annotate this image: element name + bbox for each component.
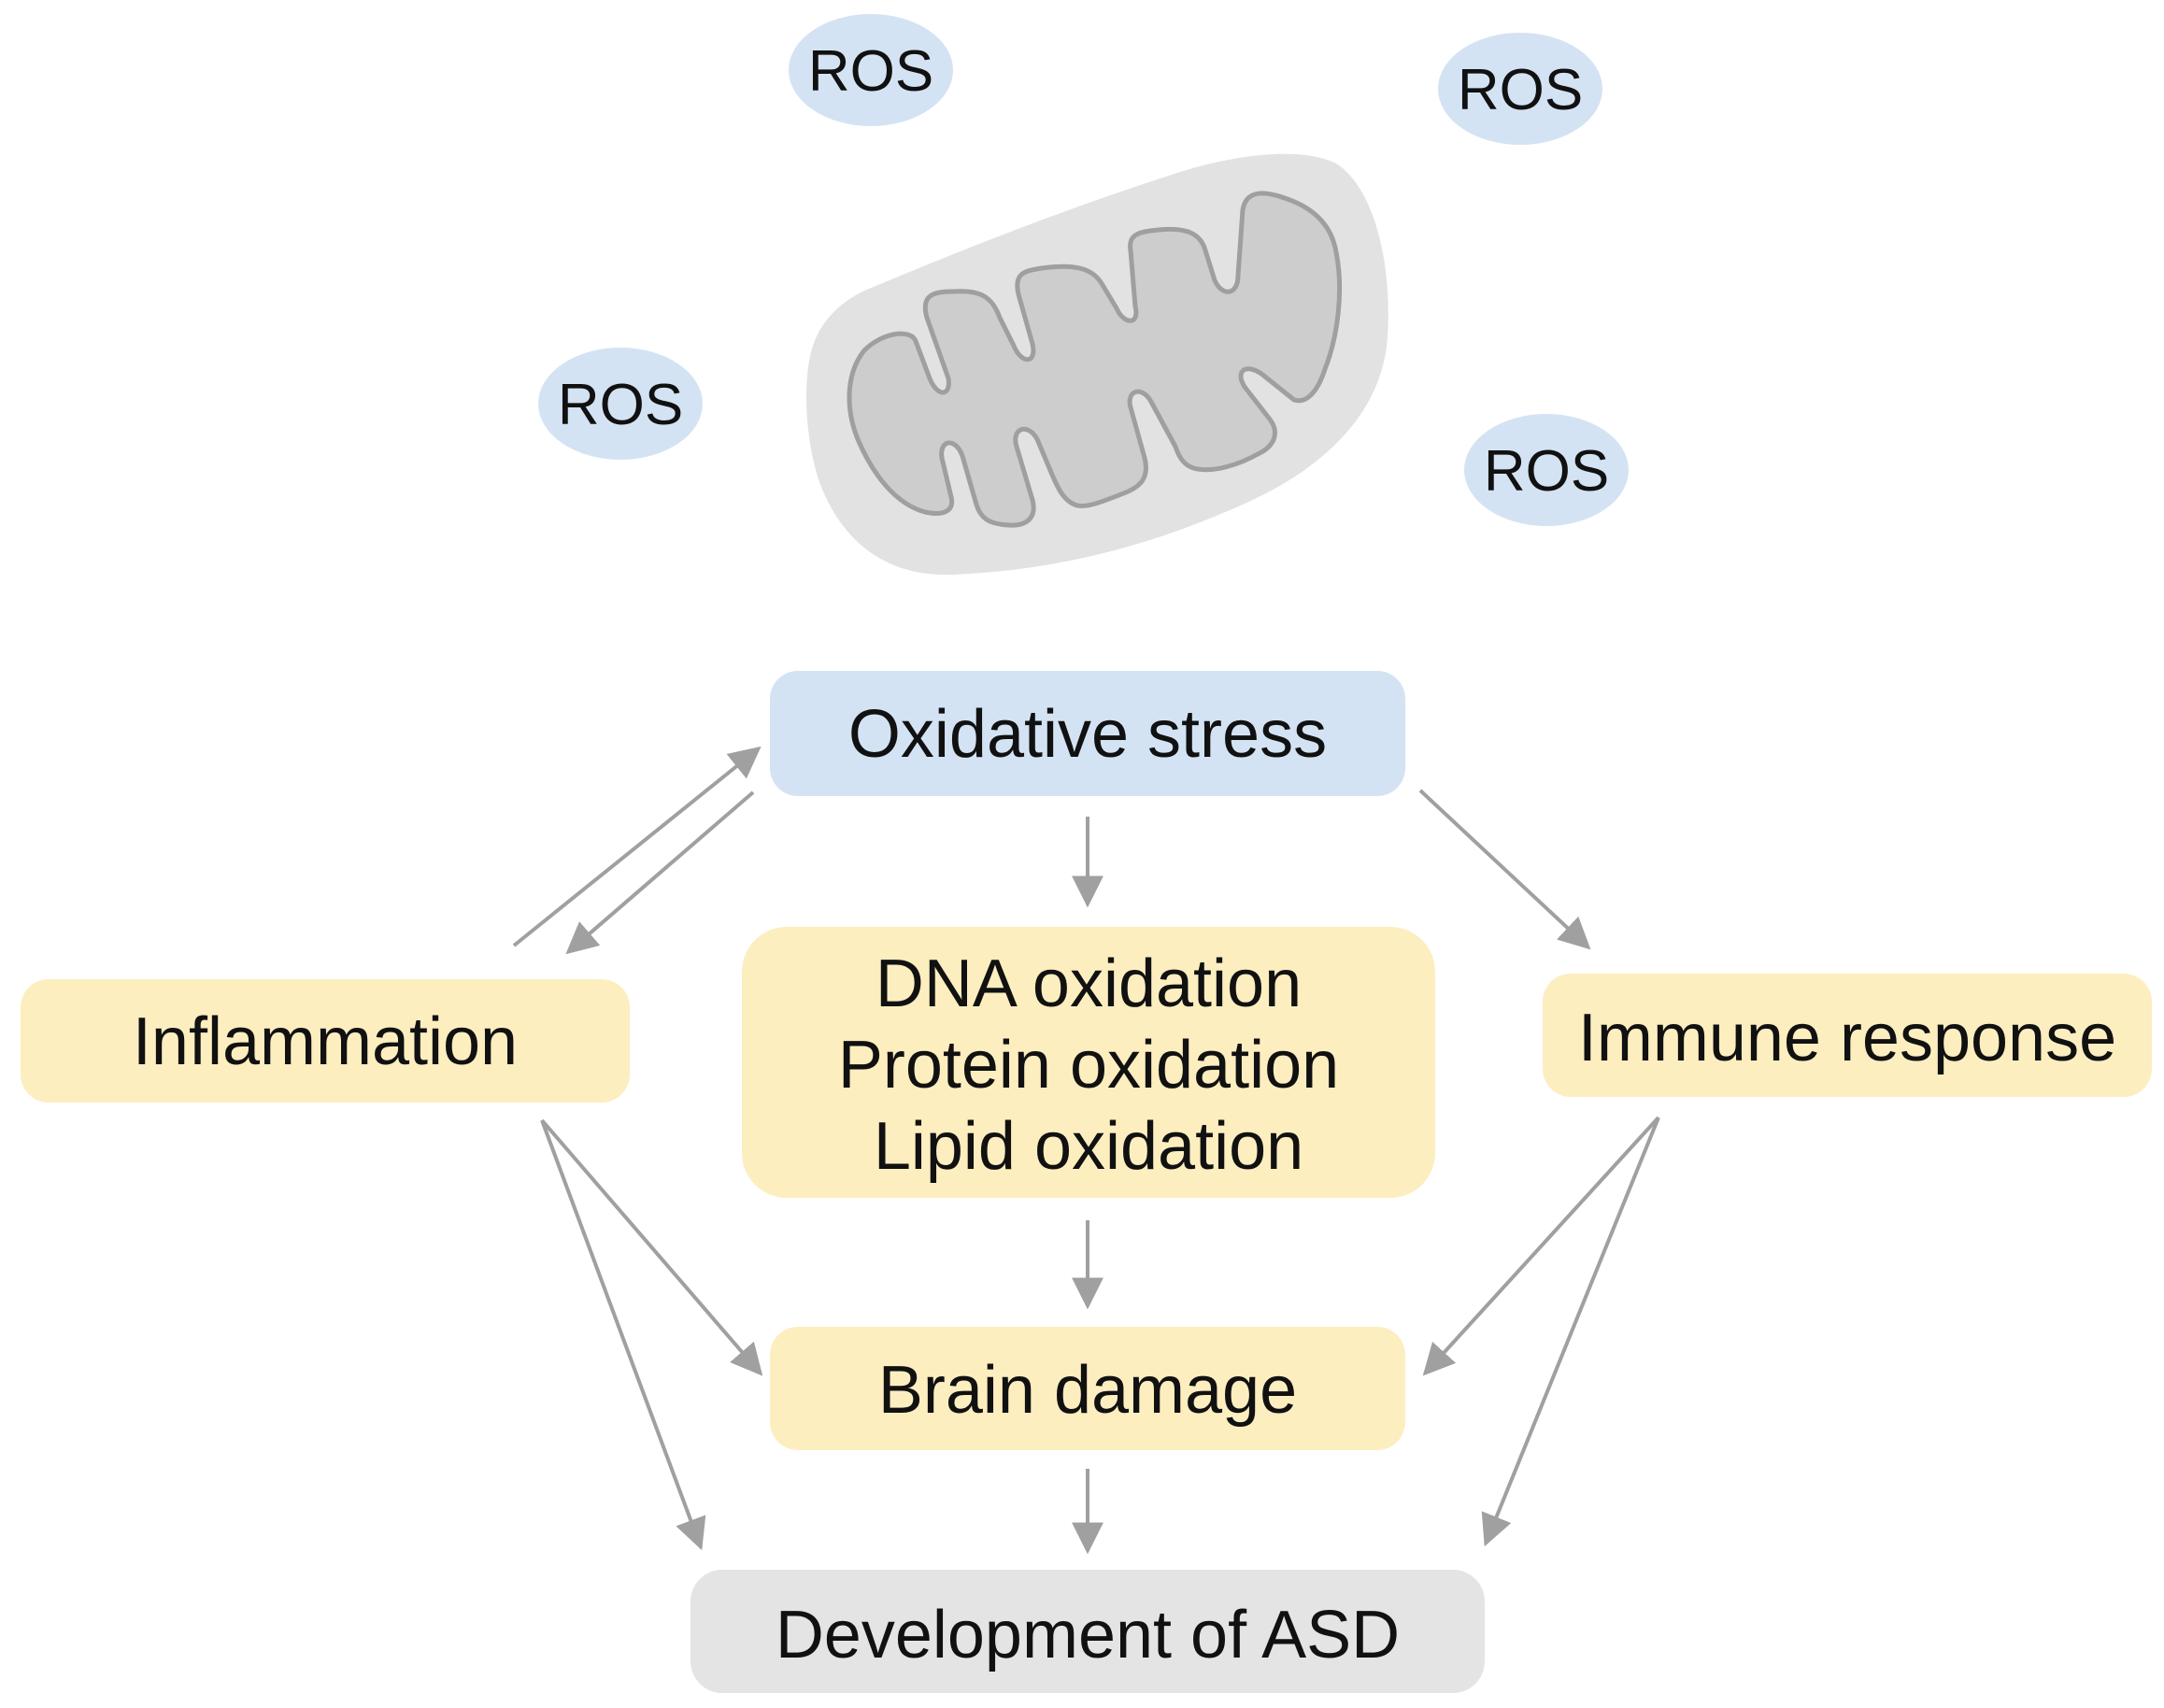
node-label: Inflammation	[133, 1004, 518, 1079]
arrow-immune-response-to-brain-damage	[1422, 1116, 1660, 1376]
ros-bubble: ROS	[1464, 414, 1629, 526]
inflammation-node: Inflammation	[21, 979, 630, 1103]
ros-label: ROS	[1458, 58, 1583, 122]
arrow-oxidative-stress-to-inflammation	[565, 790, 755, 955]
ros-ellipse	[789, 14, 953, 126]
node-label: Immune response	[1578, 1001, 2116, 1075]
node-box	[770, 671, 1405, 796]
ros-bubble: ROS	[1438, 33, 1602, 145]
development-asd-node: Development of ASD	[690, 1570, 1485, 1693]
immune-response-node: Immune response	[1543, 974, 2152, 1097]
lipid-oxidation-label: Lipid oxidation	[874, 1109, 1303, 1184]
brain-damage-node: Brain damage	[770, 1327, 1405, 1450]
node-box	[21, 979, 630, 1103]
node-label: Oxidative stress	[848, 697, 1327, 772]
node-label: Development of ASD	[776, 1598, 1400, 1672]
arrow-inflammation-to-brain-damage	[540, 1118, 763, 1376]
arrow-immune-response-to-development-asd	[1481, 1117, 1660, 1547]
protein-oxidation-label: Protein oxidation	[838, 1028, 1339, 1103]
node-label: Brain damage	[878, 1353, 1297, 1428]
ros-ellipse	[1464, 414, 1629, 526]
oxidation-node: DNA oxidation Protein oxidation Lipid ox…	[742, 927, 1435, 1198]
arrow-inflammation-to-development-asd	[540, 1119, 706, 1551]
node-box	[742, 927, 1435, 1198]
dna-oxidation-label: DNA oxidation	[876, 947, 1302, 1021]
mitochondrion-inner-membrane	[847, 191, 1343, 528]
oxidative-stress-node: Oxidative stress	[770, 671, 1405, 796]
ros-ellipse	[538, 348, 703, 460]
ros-label: ROS	[808, 39, 933, 104]
mitochondrion-icon	[806, 153, 1388, 576]
node-box	[770, 1327, 1405, 1450]
ros-label: ROS	[1484, 439, 1609, 504]
node-box	[1543, 974, 2152, 1097]
arrow-inflammation-to-oxidative-stress	[512, 746, 762, 947]
node-box	[690, 1570, 1485, 1693]
ros-bubble: ROS	[538, 348, 703, 460]
arrow-oxidative-stress-to-immune-response	[1418, 789, 1591, 950]
ros-label: ROS	[558, 373, 683, 437]
arrows	[512, 746, 1660, 1555]
ros-ellipse	[1438, 33, 1602, 145]
ros-bubble: ROS	[789, 14, 953, 126]
